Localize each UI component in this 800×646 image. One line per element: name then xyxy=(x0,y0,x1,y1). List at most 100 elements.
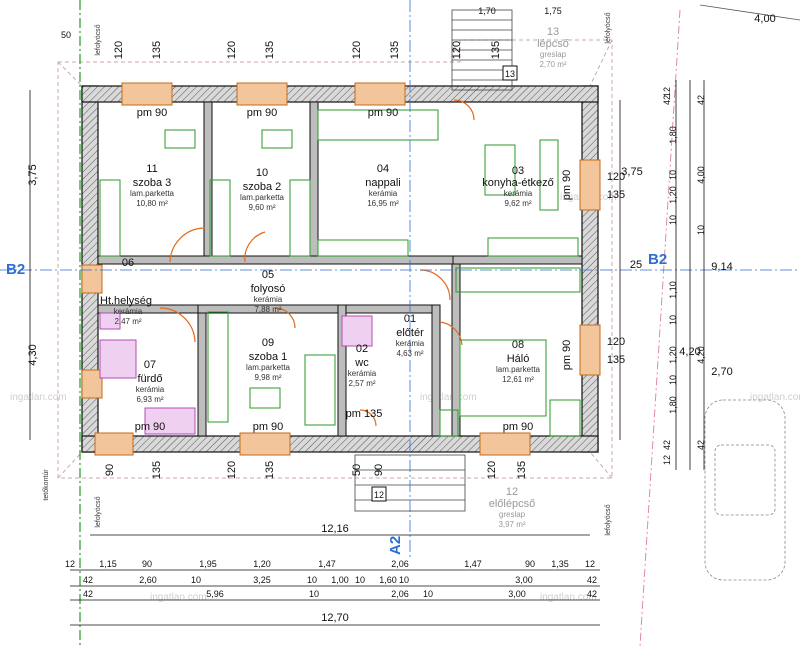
svg-text:10: 10 xyxy=(256,167,268,179)
dimension-label: 10 xyxy=(668,375,678,385)
dimension-label: 42 xyxy=(662,440,672,450)
dimension-label: 135 xyxy=(389,41,401,59)
svg-text:kerámia: kerámia xyxy=(504,189,533,198)
dimension-label: 1,35 xyxy=(551,559,569,569)
svg-text:nappali: nappali xyxy=(365,177,400,189)
svg-text:13: 13 xyxy=(547,26,559,38)
roof-contour-label: tetőkontúr xyxy=(43,469,50,501)
dimension-label: 10 xyxy=(191,575,201,585)
dimension-label: 4,00 xyxy=(696,166,706,184)
inner-width: 12,16 xyxy=(321,523,349,535)
half-dim: 50 xyxy=(61,30,71,40)
svg-text:pm 90: pm 90 xyxy=(137,107,168,119)
svg-text:pm 90: pm 90 xyxy=(247,107,278,119)
svg-text:3,97 m²: 3,97 m² xyxy=(498,520,525,529)
section-b2-left: B2 xyxy=(6,261,25,278)
dimension-label: 10 xyxy=(696,225,706,235)
svg-text:Háló: Háló xyxy=(507,353,530,365)
watermark: ingatlan.com xyxy=(10,392,67,403)
dimension-label: 2,06 xyxy=(391,559,409,569)
dimension-label: 3,25 xyxy=(253,575,271,585)
svg-text:9,62 m²: 9,62 m² xyxy=(504,199,531,208)
dimension-label: 1,00 xyxy=(331,575,349,585)
downpipe-label: lefolyócső xyxy=(95,496,102,527)
svg-text:lam.parketta: lam.parketta xyxy=(240,193,285,202)
svg-text:9,98 m²: 9,98 m² xyxy=(254,373,281,382)
svg-text:greslap: greslap xyxy=(499,510,526,519)
dimension-label: 42 xyxy=(662,95,672,105)
dimension-label: 90 xyxy=(373,464,385,476)
dimension-label: 120 xyxy=(226,41,238,59)
entry-stair-number: 12 xyxy=(374,490,384,500)
dimension-label: 135 xyxy=(264,41,276,59)
dimension-label: 10 xyxy=(668,315,678,325)
dimension-label: 10 xyxy=(399,575,409,585)
svg-text:07: 07 xyxy=(144,359,156,371)
dimension-label: 12 xyxy=(585,559,595,569)
svg-text:lépcső: lépcső xyxy=(537,38,569,50)
dimension-label: 1,80 xyxy=(668,396,678,414)
room-label-08: 08 Háló lam.parketta 12,61 m² pm 90 pm 9… xyxy=(496,339,573,433)
dimension-label: 3,00 xyxy=(515,575,533,585)
svg-text:01: 01 xyxy=(404,313,416,325)
svg-text:pm 90: pm 90 xyxy=(503,421,534,433)
dimension-label: 1,20 xyxy=(668,346,678,364)
svg-text:6,93 m²: 6,93 m² xyxy=(136,395,163,404)
dimension-label: 10 xyxy=(307,575,317,585)
dimension-label: 120 xyxy=(451,41,463,59)
dimension-label: 42 xyxy=(587,575,597,585)
svg-text:lam.parketta: lam.parketta xyxy=(496,365,541,374)
room-label-05: 05 folyosó kerámia 7,88 m² xyxy=(251,269,286,314)
dimension-label: 2,70 xyxy=(711,366,732,378)
door-swings xyxy=(159,99,475,427)
neighbor-line xyxy=(639,9,681,646)
downpipe-label: lefolyócső xyxy=(605,504,612,535)
bottom-dimensions xyxy=(70,534,600,626)
room-label-07: 07 fürdő kerámia 6,93 m² pm 90 xyxy=(135,359,166,433)
right-dim-lines xyxy=(29,80,705,470)
svg-text:10,80 m²: 10,80 m² xyxy=(136,199,168,208)
dimension-label: 120 xyxy=(486,461,498,479)
svg-text:9,60 m²: 9,60 m² xyxy=(248,203,275,212)
room-label-06: 06 Ht.helység kerámia 2,47 m² xyxy=(100,257,152,326)
stair-top xyxy=(451,9,513,91)
svg-text:előtér: előtér xyxy=(396,327,424,339)
svg-text:05: 05 xyxy=(262,269,274,281)
interior-walls xyxy=(97,101,583,437)
stair-dim: 1,75 xyxy=(544,6,562,16)
left-height-dim: 3,75 xyxy=(27,164,39,185)
dimension-label: 1,60 xyxy=(379,575,397,585)
svg-text:11: 11 xyxy=(146,163,157,175)
dimension-label: 135 xyxy=(151,41,163,59)
downpipe-label: lefolyócső xyxy=(605,12,612,43)
dimension-label: 12 xyxy=(662,87,672,97)
section-b2-right: B2 xyxy=(648,251,667,268)
car-outline xyxy=(704,399,786,581)
total-width: 12,70 xyxy=(321,612,349,624)
dimension-label: 1,80 xyxy=(668,126,678,144)
svg-text:kerámia: kerámia xyxy=(348,369,377,378)
dimension-label: 1,10 xyxy=(668,281,678,299)
dimension-label: 135 xyxy=(490,41,502,59)
svg-text:2,70 m²: 2,70 m² xyxy=(539,60,566,69)
dimension-label: 90 xyxy=(525,559,535,569)
dimension-label: 120 xyxy=(351,41,363,59)
furniture xyxy=(99,109,581,437)
svg-text:pm 135: pm 135 xyxy=(346,408,383,420)
tables xyxy=(164,129,516,409)
dimension-label: 2,06 xyxy=(391,589,409,599)
dimension-label: 9,14 xyxy=(711,261,732,273)
room-label-11: 11 szoba 3 lam.parketta 10,80 m² pm 90 xyxy=(130,107,175,208)
svg-text:2,57 m²: 2,57 m² xyxy=(348,379,375,388)
dimension-label: 3,75 xyxy=(621,166,642,178)
svg-text:pm 90: pm 90 xyxy=(135,421,166,433)
left-height-dim: 4,30 xyxy=(27,344,39,365)
svg-text:greslap: greslap xyxy=(540,50,567,59)
svg-text:16,95 m²: 16,95 m² xyxy=(367,199,399,208)
svg-text:előlépcső: előlépcső xyxy=(489,498,535,510)
